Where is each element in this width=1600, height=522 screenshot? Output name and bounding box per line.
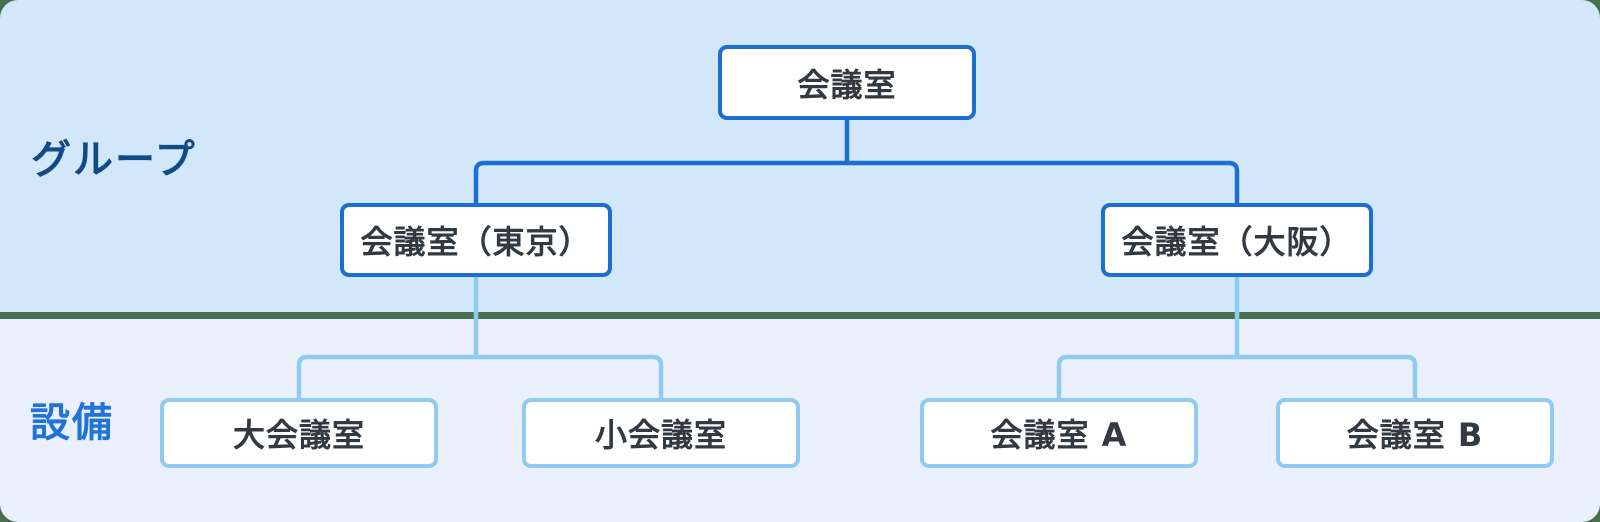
node-meeting-room-tokyo: 会議室（東京）	[340, 203, 612, 277]
facility-band-label: 設備	[30, 400, 114, 446]
node-meeting-room-osaka: 会議室（大阪）	[1101, 203, 1373, 277]
group-band-label: グループ	[31, 137, 197, 183]
node-meeting-room-b: 会議室 B	[1276, 398, 1554, 468]
node-meeting-room-root: 会議室	[718, 45, 976, 120]
node-large-meeting-room: 大会議室	[160, 398, 438, 468]
node-meeting-room-a: 会議室 A	[920, 398, 1198, 468]
node-small-meeting-room: 小会議室	[522, 398, 800, 468]
